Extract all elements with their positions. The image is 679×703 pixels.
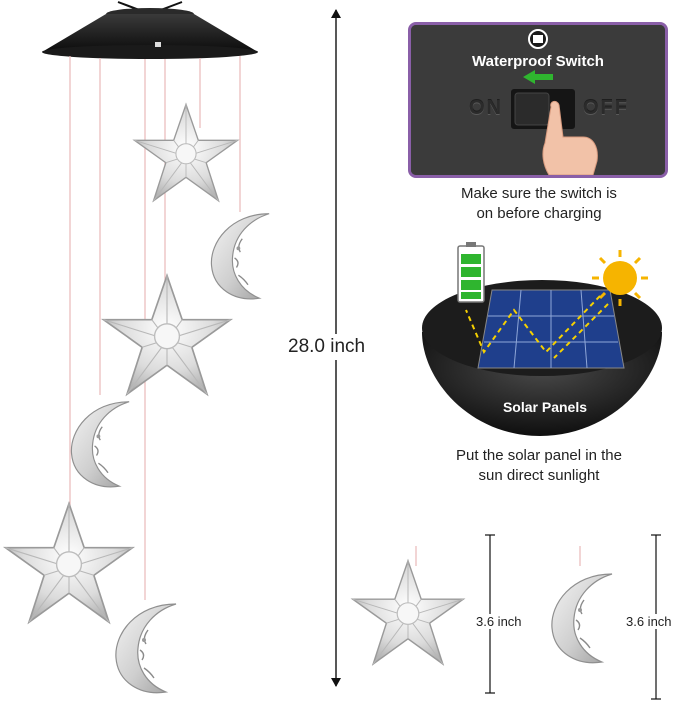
switch-caption: Make sure the switch is on before chargi… [408,184,670,224]
star-ornament-detail [348,546,468,676]
moon-ornament-detail [540,546,640,676]
star-size-label: 3.6 inch [474,614,524,629]
moon-size-label: 3.6 inch [624,614,674,629]
switch-on-label: ON [469,97,503,119]
solar-panel-image [410,240,672,440]
switch-caption-line-1: Make sure the switch is [461,185,617,202]
solar-caption-line-2: sun direct sunlight [478,467,600,484]
total-height-label: 28.0 inch [284,334,370,360]
wind-chime-image [0,0,300,703]
switch-caption-line-2: on before charging [476,205,602,222]
switch-panel-title: Waterproof Switch [472,53,604,70]
waterproof-switch-panel: Waterproof Switch ON OFF [408,22,668,178]
solar-panels-label: Solar Panels [502,399,588,415]
solar-caption-line-1: Put the solar panel in the [456,447,622,464]
solar-caption: Put the solar panel in the sun direct su… [408,446,670,486]
switch-off-label: OFF [583,97,629,119]
